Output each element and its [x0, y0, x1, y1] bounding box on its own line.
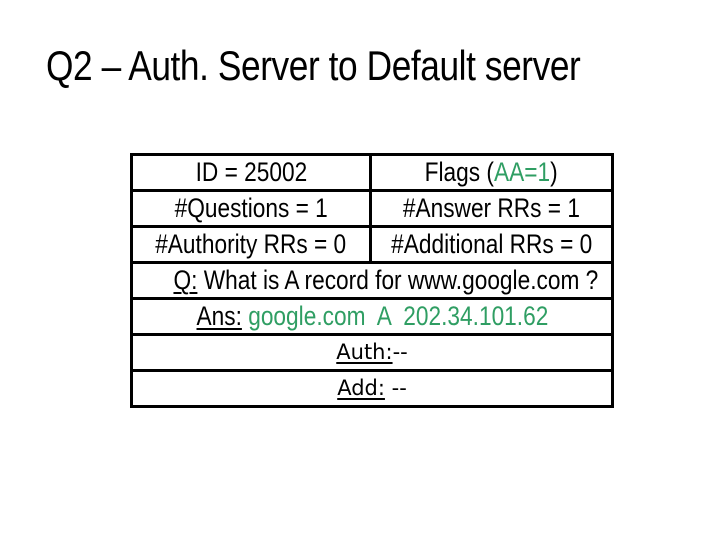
cell-authority: Auth:--: [133, 336, 611, 369]
flags-suffix: ): [550, 157, 559, 187]
flags-aa-bit: AA=1: [494, 157, 551, 187]
authority-label: Auth:: [336, 340, 393, 364]
table-row-answer: Ans: google.com A 202.34.101.62: [133, 300, 611, 336]
additional-body: --: [384, 376, 407, 400]
table-row-authority: Auth:--: [133, 336, 611, 372]
slide-title: Q2 – Auth. Server to Default server: [46, 42, 581, 89]
table-row-additional: Add: --: [133, 372, 611, 405]
cell-flags: Flags (AA=1): [372, 156, 611, 189]
flags-prefix: Flags (: [424, 157, 495, 187]
question-text: Q: What is A record for www.google.com ?: [173, 267, 598, 294]
question-body: What is A record for www.google.com ?: [197, 265, 599, 295]
authority-body: --: [392, 340, 408, 364]
cell-answer: Ans: google.com A 202.34.101.62: [133, 300, 611, 333]
authority-rrs-value: #Authority RRs = 0: [155, 229, 347, 259]
authority-text: Auth:--: [336, 342, 407, 363]
cell-authority-rrs: #Authority RRs = 0: [133, 228, 372, 261]
dns-message-table: ID = 25002 Flags (AA=1) #Questions = 1 #…: [130, 153, 614, 408]
flags-value: Flags (AA=1): [425, 159, 558, 186]
cell-questions: #Questions = 1: [133, 192, 372, 225]
additional-text: Add: --: [337, 378, 407, 399]
question-label: Q:: [173, 265, 198, 295]
id-value: ID = 25002: [195, 157, 307, 187]
answer-label: Ans:: [196, 301, 242, 331]
cell-id: ID = 25002: [133, 156, 372, 189]
cell-question: Q: What is A record for www.google.com ?: [133, 264, 639, 297]
additional-rrs-value: #Additional RRs = 0: [390, 229, 592, 259]
questions-value: #Questions = 1: [174, 193, 328, 223]
cell-additional-rrs: #Additional RRs = 0: [372, 228, 611, 261]
cell-additional: Add: --: [133, 372, 611, 405]
table-row-header-1: ID = 25002 Flags (AA=1): [133, 156, 611, 192]
table-row-question: Q: What is A record for www.google.com ?: [133, 264, 611, 300]
answer-record: google.com A 202.34.101.62: [247, 301, 548, 331]
cell-answer-rrs: #Answer RRs = 1: [372, 192, 611, 225]
table-row-header-2: #Questions = 1 #Answer RRs = 1: [133, 192, 611, 228]
additional-label: Add:: [337, 376, 385, 400]
answer-text: Ans: google.com A 202.34.101.62: [196, 303, 548, 330]
answer-spacer: [241, 301, 247, 331]
answer-rrs-value: #Answer RRs = 1: [402, 193, 581, 223]
table-row-header-3: #Authority RRs = 0 #Additional RRs = 0: [133, 228, 611, 264]
